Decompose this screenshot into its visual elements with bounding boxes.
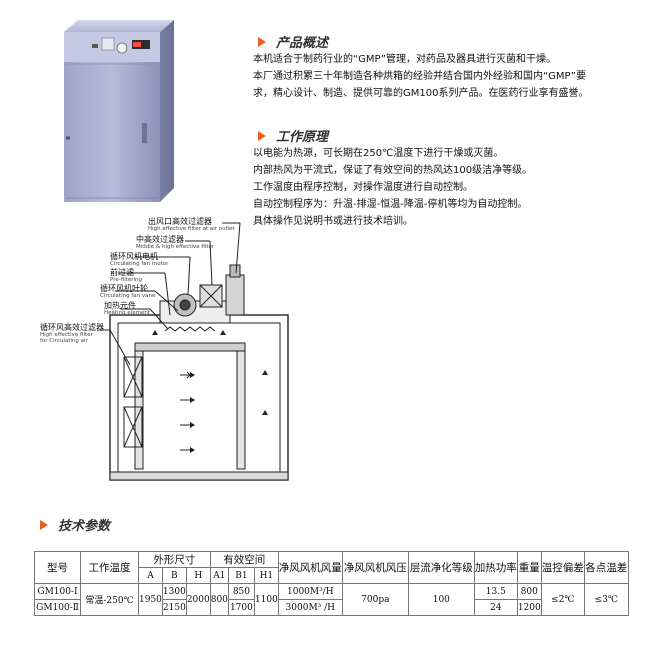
cell-clean-level: 100 xyxy=(407,583,475,616)
label-prefilter: 前过滤 Pre-filtering xyxy=(110,268,143,283)
cell-model: GM100-Ⅰ xyxy=(34,583,81,600)
label-fan-motor: 循环风机电机 Circulating fan motor xyxy=(110,252,169,267)
triangle-bullet-icon xyxy=(258,36,266,47)
triangle-bullet-icon xyxy=(40,519,48,530)
cell-model: GM100-Ⅱ xyxy=(34,599,81,616)
principle-title: 工作原理 xyxy=(276,130,329,145)
overview-line: 求，精心设计、制造、提供可靠的GM100系列产品。在医药行业享有盛誉。 xyxy=(253,88,589,99)
cell-a1: 800 xyxy=(209,583,229,616)
cell-weight: 1200 xyxy=(516,599,542,616)
principle-text: 以电能为热源，可长期在250℃温度下进行干燥或灭菌。 内部热风为平流式，保证了有… xyxy=(253,145,648,230)
triangle-bullet-icon xyxy=(258,130,266,141)
principle-line: 具体操作见说明书或进行技术培训。 xyxy=(253,216,413,227)
label-outlet-filter: 出风口高效过滤器 High effective filter at air ou… xyxy=(148,217,235,232)
cell-a: 1950 xyxy=(138,583,163,616)
table-row: GM100-Ⅱ 2150 1700 3000M³ /H 24 1200 xyxy=(34,599,629,616)
cell-weight: 800 xyxy=(516,583,542,600)
principle-line: 自动控制程序为：升温-排湿-恒温-降温-停机等均为自动控制。 xyxy=(253,199,528,210)
header-temp: 工作温度 xyxy=(80,551,139,584)
specs-title: 技术参数 xyxy=(58,519,111,534)
label-fan-vane: 循环风机叶轮 Circulating fan vane xyxy=(100,284,156,299)
cell-temp: 常温-250℃ xyxy=(80,583,139,616)
overview-heading: 产品概述 xyxy=(258,32,328,51)
cell-temp-deviation: ≤2℃ xyxy=(540,583,585,616)
header-point-difference: 各点温差 xyxy=(583,551,629,584)
subheader-b: B xyxy=(161,567,187,584)
overview-text: 本机适合于制药行业的“GMP”管理，对药品及器具进行灭菌和干燥。 本厂通过积累三… xyxy=(253,51,648,102)
table-row: GM100-Ⅰ 常温-250℃ 1950 1300 2000 800 850 1… xyxy=(34,583,629,616)
principle-line: 以电能为热源，可长期在250℃温度下进行干燥或灭菌。 xyxy=(253,148,504,159)
cell-h1: 1100 xyxy=(253,583,279,616)
cell-fan-volume: 1000M³/H xyxy=(277,583,343,600)
cell-fan-volume: 3000M³ /H xyxy=(277,599,343,616)
cell-point-difference: ≤3℃ xyxy=(583,583,629,616)
header-heat-power: 加热功率 xyxy=(473,551,518,584)
header-clean-level: 层流净化等级 xyxy=(407,551,475,584)
product-photo xyxy=(62,18,192,208)
subheader-a: A xyxy=(138,567,163,584)
header-weight: 重量 xyxy=(516,551,542,584)
specs-table: 型号 工作温度 外形尺寸 有效空间 净风风机风量 净风风机风压 层流净化等级 加… xyxy=(34,551,629,616)
table-subheader-row: A B H A1 B1 H1 xyxy=(35,567,629,584)
header-outer-size: 外形尺寸 xyxy=(138,551,211,568)
header-model: 型号 xyxy=(34,551,81,584)
header-fan-pressure: 净风风机风压 xyxy=(341,551,409,584)
overview-line: 本机适合于制药行业的“GMP”管理，对药品及器具进行灭菌和干燥。 xyxy=(253,54,556,65)
label-middle-filter: 中高效过滤器 Middle & high effective filter xyxy=(136,235,215,250)
overview-title: 产品概述 xyxy=(276,36,329,51)
principle-line: 工作温度由程序控制，对操作温度进行自动控制。 xyxy=(253,182,473,193)
cell-fan-pressure: 700pa xyxy=(341,583,409,616)
cell-b: 1300 xyxy=(161,583,187,600)
cell-h: 2000 xyxy=(185,583,211,616)
specs-heading: 技术参数 xyxy=(40,515,110,534)
cell-b1: 1700 xyxy=(227,599,255,616)
label-circulating-filter: 循环风高效过滤器 High effective filter for Circu… xyxy=(40,323,104,344)
header-temp-deviation: 温控偏差 xyxy=(540,551,585,584)
subheader-b1: B1 xyxy=(227,567,255,584)
cell-heat-power: 24 xyxy=(473,599,518,616)
cell-b: 2150 xyxy=(161,599,187,616)
schematic-drawing xyxy=(100,222,289,481)
label-heating-element: 加热元件 Heating element xyxy=(104,301,150,316)
oven-schematic: 出风口高效过滤器 High effective filter at air ou… xyxy=(40,215,310,490)
table-header-row: 型号 工作温度 外形尺寸 有效空间 净风风机风量 净风风机风压 层流净化等级 加… xyxy=(34,551,629,584)
subheader-a1: A1 xyxy=(209,567,229,584)
header-fan-volume: 净风风机风量 xyxy=(277,551,343,584)
subheader-h: H xyxy=(185,567,211,584)
cell-heat-power: 13.5 xyxy=(473,583,518,600)
header-effective-space: 有效空间 xyxy=(209,551,279,568)
cell-b1: 850 xyxy=(227,583,255,600)
specs-table-wrap: 型号 工作温度 外形尺寸 有效空间 净风风机风量 净风风机风压 层流净化等级 加… xyxy=(34,551,629,616)
principle-line: 内部热风为平流式，保证了有效空间的热风达100级洁净等级。 xyxy=(253,165,533,176)
principle-heading: 工作原理 xyxy=(258,126,328,145)
overview-line: 本厂通过积累三十年制造各种烘箱的经验并结合国内外经验和国内“GMP”要 xyxy=(253,71,586,82)
subheader-h1: H1 xyxy=(253,567,279,584)
